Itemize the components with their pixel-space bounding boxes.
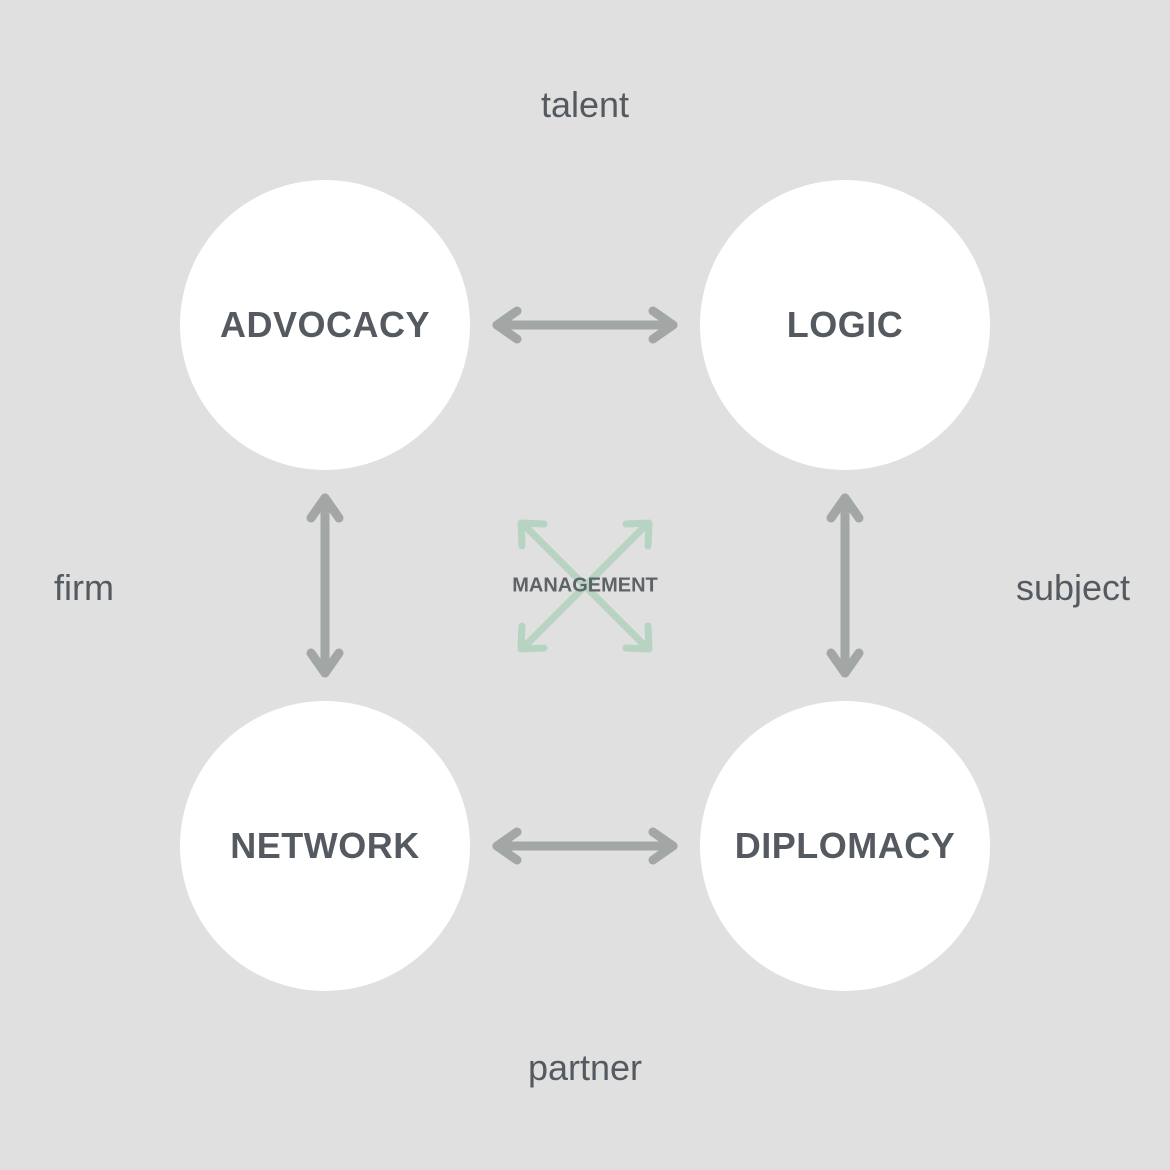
side-label-bottom: partner: [527, 1047, 643, 1088]
node-network-label: NETWORK: [230, 825, 420, 866]
side-label-right: subject: [1015, 567, 1131, 608]
node-logic-label: LOGIC: [786, 304, 904, 345]
side-label-top: talent: [540, 84, 630, 125]
node-network: NETWORK: [180, 701, 470, 991]
arrow-advocacy-network: [306, 493, 344, 678]
node-diplomacy-label: DIPLOMACY: [734, 825, 956, 866]
center-label: MANAGEMENT: [512, 574, 658, 597]
node-diplomacy: DIPLOMACY: [700, 701, 990, 991]
arrow-advocacy-logic: [492, 306, 678, 344]
node-advocacy: ADVOCACY: [180, 180, 470, 470]
node-logic: LOGIC: [700, 180, 990, 470]
arrow-network-diplomacy: [492, 827, 678, 865]
node-advocacy-label: ADVOCACY: [219, 304, 430, 345]
arrow-logic-diplomacy: [826, 493, 864, 678]
side-label-left: firm: [54, 567, 114, 608]
center-cross-arrows: [517, 519, 653, 653]
